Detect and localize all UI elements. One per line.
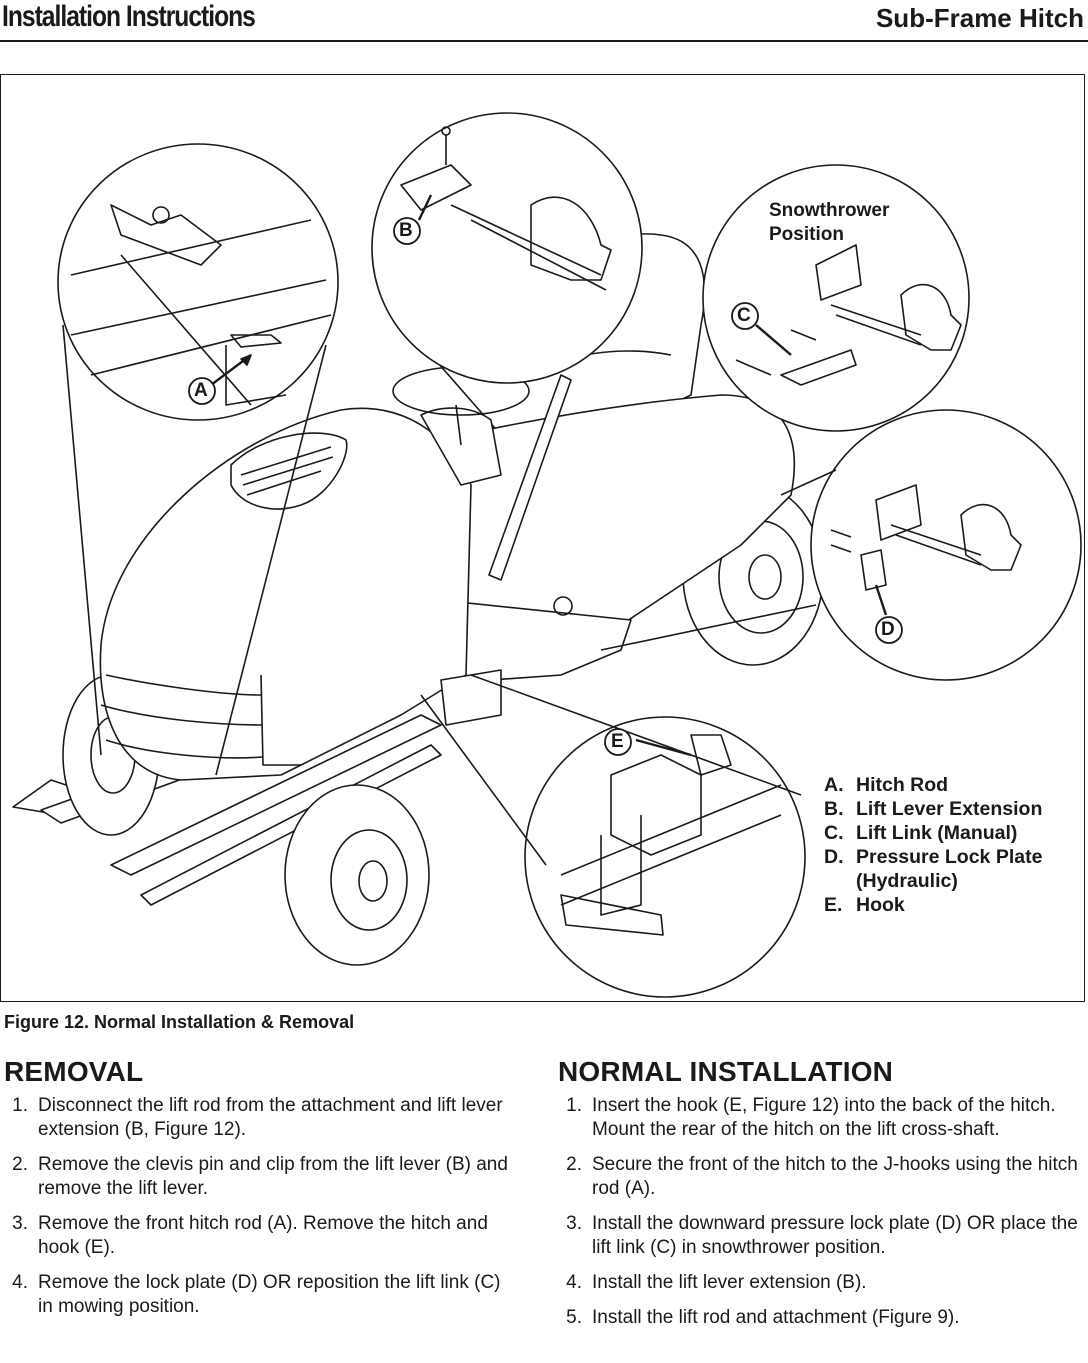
installation-step: 5. Install the lift rod and attachment (… [558, 1306, 1078, 1330]
callout-a: A [194, 380, 208, 401]
legend-letter [824, 869, 856, 893]
snowthrower-label-line1: Snowthrower [769, 200, 890, 221]
step-text: Remove the front hitch rod (A). Remove t… [38, 1213, 488, 1258]
step-text: Install the downward pressure lock plate… [592, 1213, 1078, 1258]
installation-steps: 1. Insert the hook (E, Figure 12) into t… [558, 1094, 1078, 1330]
removal-steps: 1. Disconnect the lift rod from the atta… [4, 1094, 514, 1319]
detail-circle-e [524, 716, 806, 998]
legend-text: Lift Link (Manual) [856, 822, 1018, 844]
legend-text: Lift Lever Extension [856, 798, 1043, 820]
legend-item: C. Lift Link (Manual) [824, 821, 1042, 845]
callout-c: C [737, 305, 751, 326]
legend-letter: A. [824, 774, 844, 796]
step-number: 2. [12, 1154, 28, 1175]
legend-letter: B. [824, 798, 844, 820]
step-text: Remove the lock plate (D) OR reposition … [38, 1272, 501, 1317]
detail-circle-c [702, 164, 970, 432]
callout-b: B [399, 220, 413, 241]
legend-letter: D. [824, 846, 844, 868]
legend-text: Hook [856, 894, 905, 916]
figure-caption: Figure 12. Normal Installation & Removal [4, 1012, 355, 1032]
detail-circle-b [371, 112, 643, 384]
snowthrower-label-line2: Position [769, 224, 844, 245]
legend-letter: C. [824, 822, 844, 844]
legend-letter: E. [824, 894, 843, 916]
callout-e: E [611, 731, 624, 752]
step-text: Remove the clevis pin and clip from the … [38, 1154, 508, 1199]
removal-step: 1. Disconnect the lift rod from the atta… [4, 1094, 514, 1142]
removal-step: 3. Remove the front hitch rod (A). Remov… [4, 1212, 514, 1260]
lift-lever [488, 374, 572, 581]
step-number: 2. [566, 1154, 582, 1175]
step-text: Secure the front of the hitch to the J-h… [592, 1154, 1078, 1199]
step-number: 1. [12, 1095, 28, 1116]
step-text: Disconnect the lift rod from the attachm… [38, 1095, 503, 1140]
legend-text: Hitch Rod [856, 774, 949, 796]
front-right-wheel [284, 784, 430, 966]
step-number: 3. [566, 1213, 582, 1234]
removal-step: 2. Remove the clevis pin and clip from t… [4, 1153, 514, 1201]
installation-step: 3. Install the downward pressure lock pl… [558, 1212, 1078, 1260]
legend-item: A. Hitch Rod [824, 773, 1042, 797]
page-header: Installation Instructions Sub-Frame Hitc… [0, 0, 1088, 42]
detail-circle-d [810, 409, 1082, 681]
legend-item: B. Lift Lever Extension [824, 797, 1042, 821]
removal-heading: REMOVAL [4, 1056, 144, 1087]
installation-step: 4. Install the lift lever extension (B). [558, 1271, 1078, 1295]
installation-heading: NORMAL INSTALLATION [558, 1056, 894, 1087]
step-number: 4. [566, 1272, 582, 1293]
legend-item: D. Pressure Lock Plate [824, 845, 1042, 869]
legend-item: E. Hook [824, 893, 1042, 917]
step-text: Install the lift rod and attachment (Fig… [592, 1307, 960, 1328]
removal-section: REMOVAL 1. Disconnect the lift rod from … [4, 1056, 514, 1330]
installation-step: 1. Insert the hook (E, Figure 12) into t… [558, 1094, 1078, 1142]
step-text: Insert the hook (E, Figure 12) into the … [592, 1095, 1056, 1140]
document-title: Installation Instructions [2, 0, 256, 33]
tractor-hitch-drawing [12, 112, 1082, 998]
step-text: Install the lift lever extension (B). [592, 1272, 867, 1293]
step-number: 4. [12, 1272, 28, 1293]
product-title: Sub-Frame Hitch [875, 3, 1084, 33]
step-number: 5. [566, 1307, 582, 1328]
figure-12-illustration: A B C D E Snowthrower Position A. Hitch … [0, 74, 1085, 1002]
legend-text: (Hydraulic) [856, 870, 958, 892]
removal-step: 4. Remove the lock plate (D) OR repositi… [4, 1271, 514, 1319]
installation-step: 2. Secure the front of the hitch to the … [558, 1153, 1078, 1201]
legend-text: Pressure Lock Plate [856, 846, 1043, 868]
step-number: 3. [12, 1213, 28, 1234]
hood [99, 407, 472, 781]
installation-section: NORMAL INSTALLATION 1. Insert the hook (… [558, 1056, 1078, 1341]
legend-item: (Hydraulic) [824, 869, 1042, 893]
figure-legend: A. Hitch Rod B. Lift Lever Extension C. … [824, 773, 1042, 917]
step-number: 1. [566, 1095, 582, 1116]
callout-d: D [881, 619, 895, 640]
